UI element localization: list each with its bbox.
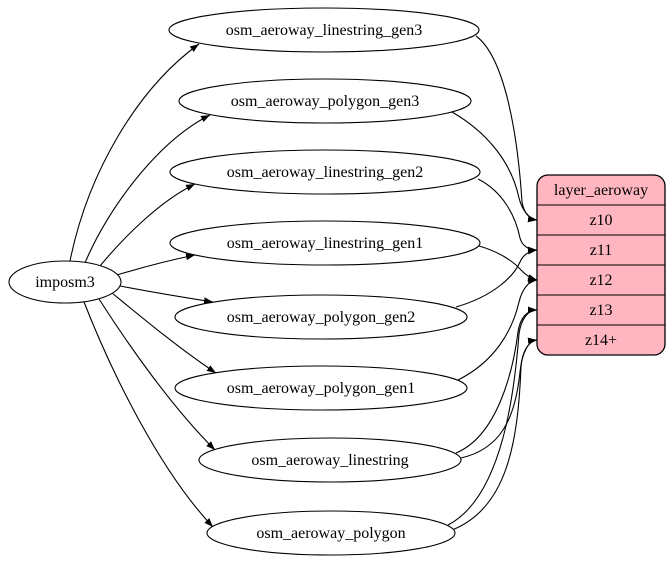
node-layer-aeroway: layer_aeroway z10 z11 z12 z13 z14+ xyxy=(536,174,666,356)
table-label: osm_aeroway_linestring xyxy=(251,452,408,469)
edges-to-layer xyxy=(447,35,538,531)
edge-imposm3-to-polygon xyxy=(83,301,214,528)
edge-imposm3-to-linestring-gen2 xyxy=(99,183,196,267)
edges-from-imposm3 xyxy=(69,43,217,528)
imposm3-label: imposm3 xyxy=(35,274,95,291)
table-ellipse xyxy=(206,510,456,556)
node-imposm3: imposm3 xyxy=(8,260,122,304)
edge-imposm3-to-linestring xyxy=(98,298,216,451)
edge-linestring-to-z13 xyxy=(455,306,538,454)
edge-linestring-gen2-to-z11 xyxy=(477,178,538,254)
table-label: osm_aeroway_polygon xyxy=(256,525,405,542)
edge-linestring-gen1-to-z12 xyxy=(478,245,538,281)
node-osm-aeroway-linestring-gen1: osm_aeroway_linestring_gen1 xyxy=(169,220,481,266)
layer-row-z12: z12 xyxy=(589,272,612,289)
edge-polygon-to-z14 xyxy=(451,337,538,531)
edge-imposm3-to-linestring-gen1 xyxy=(116,253,196,276)
table-ellipse xyxy=(174,294,468,340)
table-ellipse xyxy=(168,7,480,53)
edge-polygon-gen1-to-z12 xyxy=(457,277,538,381)
table-label: osm_aeroway_linestring_gen3 xyxy=(226,22,422,39)
table-ellipse xyxy=(169,149,481,195)
edge-polygon-to-z13 xyxy=(447,306,538,526)
edge-imposm3-to-polygon-gen3 xyxy=(84,114,211,264)
edge-polygon-gen3-to-z10 xyxy=(451,111,538,223)
node-osm-aeroway-linestring-gen2: osm_aeroway_linestring_gen2 xyxy=(169,149,481,195)
table-label: osm_aeroway_linestring_gen1 xyxy=(227,235,423,252)
node-osm-aeroway-polygon-gen2: osm_aeroway_polygon_gen2 xyxy=(174,294,468,340)
table-ellipse xyxy=(169,220,481,266)
table-label: osm_aeroway_polygon_gen2 xyxy=(227,309,415,326)
node-osm-aeroway-linestring: osm_aeroway_linestring xyxy=(198,437,462,483)
edge-polygon-gen2-to-z11 xyxy=(455,247,538,308)
layer-title: layer_aeroway xyxy=(554,182,648,199)
table-label: osm_aeroway_linestring_gen2 xyxy=(227,164,423,181)
node-osm-aeroway-linestring-gen3: osm_aeroway_linestring_gen3 xyxy=(168,7,480,53)
layer-row-z14: z14+ xyxy=(585,332,617,349)
node-osm-aeroway-polygon-gen1: osm_aeroway_polygon_gen1 xyxy=(174,365,468,411)
edge-imposm3-to-linestring-gen3 xyxy=(69,43,200,262)
edge-imposm3-to-polygon-gen1 xyxy=(111,292,217,374)
layer-row-z11: z11 xyxy=(590,242,613,259)
table-ellipse xyxy=(178,78,472,124)
table-label: osm_aeroway_polygon_gen1 xyxy=(227,380,415,397)
node-osm-aeroway-polygon: osm_aeroway_polygon xyxy=(206,510,456,556)
table-ellipse xyxy=(198,437,462,483)
table-ellipse xyxy=(174,365,468,411)
table-nodes: osm_aeroway_linestring_gen3 osm_aeroway_… xyxy=(168,7,481,556)
imposm3-ellipse xyxy=(8,260,122,304)
edge-imposm3-to-polygon-gen2 xyxy=(119,285,214,304)
table-label: osm_aeroway_polygon_gen3 xyxy=(231,93,419,110)
layer-row-z10: z10 xyxy=(589,212,612,229)
edge-linestring-to-z14 xyxy=(460,337,538,459)
node-osm-aeroway-polygon-gen3: osm_aeroway_polygon_gen3 xyxy=(178,78,472,124)
layer-row-z13: z13 xyxy=(589,302,612,319)
edge-linestring-gen3-to-z10 xyxy=(475,35,538,223)
